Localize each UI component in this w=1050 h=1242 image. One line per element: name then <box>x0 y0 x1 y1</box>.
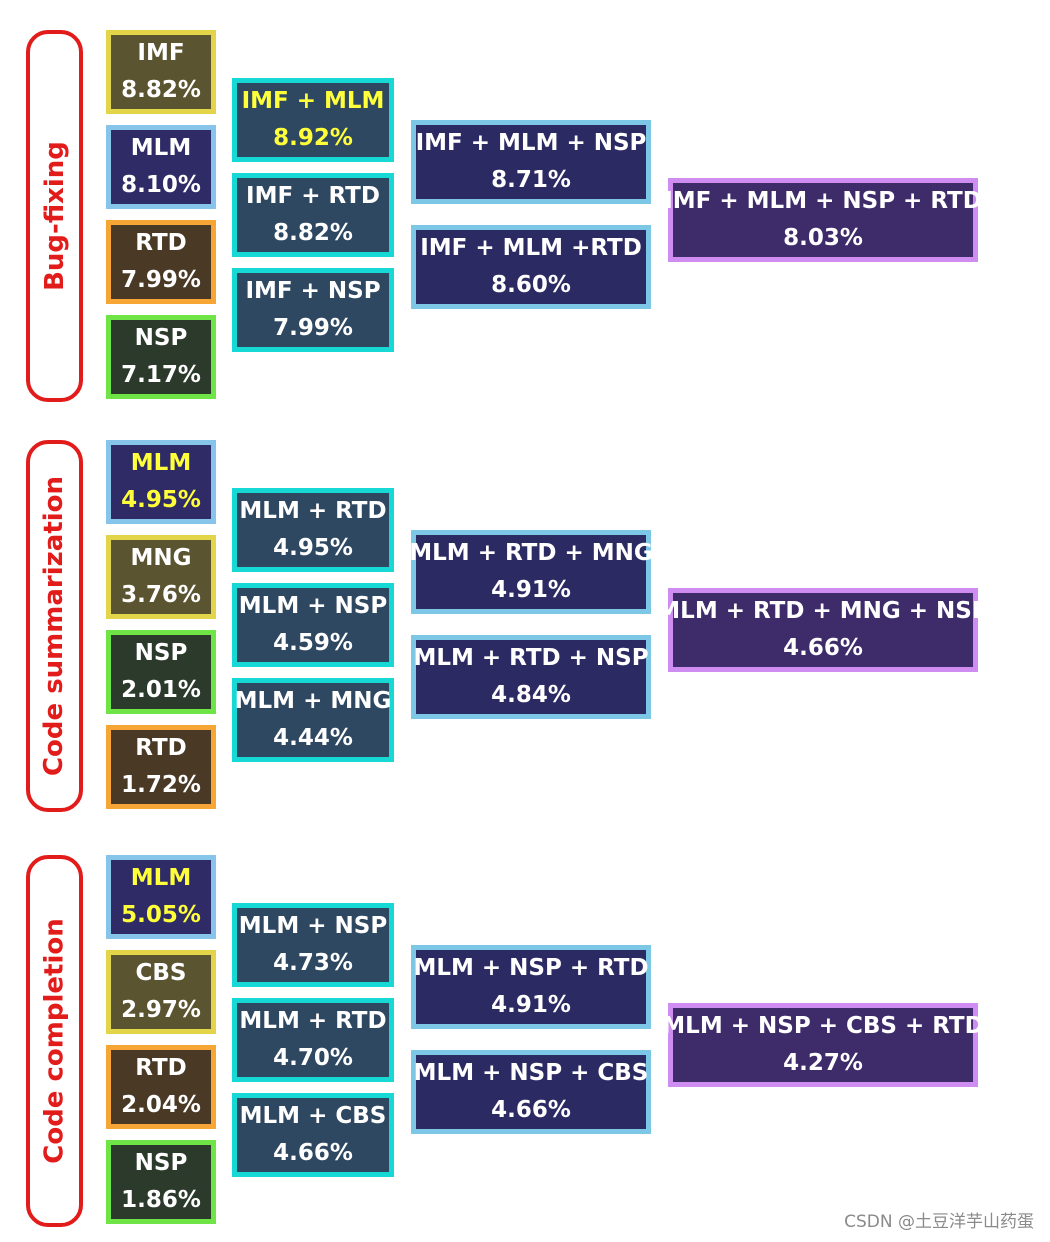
single-task-box-value: 2.04% <box>121 1092 201 1118</box>
quad-task-box: MLM + NSP + CBS + RTD 4.27% <box>662 1003 984 1087</box>
pair-task-box-label: MLM + NSP <box>238 913 388 939</box>
single-task-box: NSP 2.01% <box>106 630 216 714</box>
single-task-box: RTD 2.04% <box>106 1045 216 1129</box>
single-task-box-value: 8.82% <box>121 77 201 103</box>
single-task-box-label: RTD <box>135 230 187 256</box>
single-task-box-value: 2.97% <box>121 997 201 1023</box>
single-task-box-label: MLM <box>130 135 192 161</box>
single-task-box-label: NSP <box>134 1150 188 1176</box>
single-task-box-label: CBS <box>135 960 187 986</box>
pair-task-box: MLM + NSP 4.73% <box>232 903 394 987</box>
pair-task-box-label: MLM + CBS <box>239 1103 387 1129</box>
quad-task-box: IMF + MLM + NSP + RTD 8.03% <box>664 178 982 262</box>
single-task-box: RTD 7.99% <box>106 220 216 304</box>
pair-task-box-label: MLM + RTD <box>239 1008 387 1034</box>
triple-task-box: MLM + RTD + MNG 4.91% <box>409 530 653 614</box>
section-label-1: Code summarization <box>26 440 83 812</box>
single-task-box-value: 3.76% <box>121 582 201 608</box>
single-task-box-value: 7.99% <box>121 267 201 293</box>
single-task-box: MLM 8.10% <box>106 125 216 209</box>
triple-task-box-label: MLM + RTD + MNG <box>409 540 653 566</box>
watermark: CSDN @土豆洋芋山药蛋 <box>844 1212 1034 1232</box>
pair-task-box-value: 4.73% <box>273 950 353 976</box>
single-task-box-value: 1.86% <box>121 1187 201 1213</box>
triple-task-box: MLM + RTD + NSP 4.84% <box>411 635 651 719</box>
pair-task-box-label: IMF + NSP <box>245 278 381 304</box>
quad-task-box-label: IMF + MLM + NSP + RTD <box>664 188 982 214</box>
single-task-box: MNG 3.76% <box>106 535 216 619</box>
single-task-box: NSP 1.86% <box>106 1140 216 1224</box>
section-label-2: Code completion <box>26 855 83 1227</box>
pair-task-box: IMF + NSP 7.99% <box>232 268 394 352</box>
pair-task-box: IMF + RTD 8.82% <box>232 173 394 257</box>
triple-task-box-value: 4.66% <box>491 1097 571 1123</box>
single-task-box-label: RTD <box>135 1055 187 1081</box>
pair-task-box-value: 8.92% <box>273 125 353 151</box>
single-task-box-label: MLM <box>130 450 192 476</box>
pair-task-box-value: 8.82% <box>273 220 353 246</box>
single-task-box-label: NSP <box>134 325 188 351</box>
single-task-box-label: NSP <box>134 640 188 666</box>
triple-task-box-label: IMF + MLM + NSP <box>415 130 647 156</box>
single-task-box-value: 4.95% <box>121 487 201 513</box>
pair-task-box-value: 4.70% <box>273 1045 353 1071</box>
triple-task-box: IMF + MLM + NSP 8.71% <box>411 120 651 204</box>
pair-task-box-label: MLM + RTD <box>239 498 387 524</box>
single-task-box-value: 5.05% <box>121 902 201 928</box>
single-task-box-label: RTD <box>135 735 187 761</box>
single-task-box-label: IMF <box>137 40 185 66</box>
pair-task-box: MLM + RTD 4.70% <box>232 998 394 1082</box>
pair-task-box-value: 7.99% <box>273 315 353 341</box>
single-task-box: MLM 4.95% <box>106 440 216 524</box>
triple-task-box-label: MLM + NSP + RTD <box>413 955 649 981</box>
pair-task-box-value: 4.44% <box>273 725 353 751</box>
quad-task-box-label: MLM + RTD + MNG + NSP <box>657 598 989 624</box>
section-label-text: Code summarization <box>39 475 70 777</box>
triple-task-box-label: MLM + NSP + CBS <box>413 1060 649 1086</box>
pair-task-box-label: MLM + NSP <box>238 593 388 619</box>
pair-task-box-value: 4.95% <box>273 535 353 561</box>
triple-task-box-label: IMF + MLM +RTD <box>420 235 642 261</box>
triple-task-box: MLM + NSP + RTD 4.91% <box>411 945 651 1029</box>
triple-task-box: MLM + NSP + CBS 4.66% <box>411 1050 651 1134</box>
pair-task-box-label: IMF + RTD <box>246 183 380 209</box>
triple-task-box-value: 4.84% <box>491 682 571 708</box>
single-task-box-value: 7.17% <box>121 362 201 388</box>
single-task-box: IMF 8.82% <box>106 30 216 114</box>
section-label-text: Code completion <box>39 918 70 1164</box>
single-task-box-value: 1.72% <box>121 772 201 798</box>
pair-task-box-value: 4.59% <box>273 630 353 656</box>
single-task-box: MLM 5.05% <box>106 855 216 939</box>
triple-task-box-label: MLM + RTD + NSP <box>413 645 649 671</box>
pair-task-box-label: MLM + MNG <box>234 688 392 714</box>
triple-task-box-value: 4.91% <box>491 992 571 1018</box>
single-task-box-value: 8.10% <box>121 172 201 198</box>
quad-task-box-value: 4.66% <box>783 635 863 661</box>
pair-task-box-label: IMF + MLM <box>241 88 385 114</box>
triple-task-box-value: 8.71% <box>491 167 571 193</box>
quad-task-box-value: 8.03% <box>783 225 863 251</box>
triple-task-box: IMF + MLM +RTD 8.60% <box>411 225 651 309</box>
single-task-box-label: MNG <box>130 545 192 571</box>
pair-task-box: MLM + MNG 4.44% <box>232 678 394 762</box>
single-task-box-label: MLM <box>130 865 192 891</box>
single-task-box-value: 2.01% <box>121 677 201 703</box>
triple-task-box-value: 4.91% <box>491 577 571 603</box>
pair-task-box: IMF + MLM 8.92% <box>232 78 394 162</box>
section-label-text: Bug-fixing <box>39 141 70 291</box>
quad-task-box-label: MLM + NSP + CBS + RTD <box>662 1013 984 1039</box>
pair-task-box: MLM + CBS 4.66% <box>232 1093 394 1177</box>
single-task-box: RTD 1.72% <box>106 725 216 809</box>
pair-task-box: MLM + RTD 4.95% <box>232 488 394 572</box>
quad-task-box: MLM + RTD + MNG + NSP 4.66% <box>657 588 989 672</box>
triple-task-box-value: 8.60% <box>491 272 571 298</box>
pair-task-box: MLM + NSP 4.59% <box>232 583 394 667</box>
single-task-box: CBS 2.97% <box>106 950 216 1034</box>
pair-task-box-value: 4.66% <box>273 1140 353 1166</box>
quad-task-box-value: 4.27% <box>783 1050 863 1076</box>
single-task-box: NSP 7.17% <box>106 315 216 399</box>
section-label-0: Bug-fixing <box>26 30 83 402</box>
